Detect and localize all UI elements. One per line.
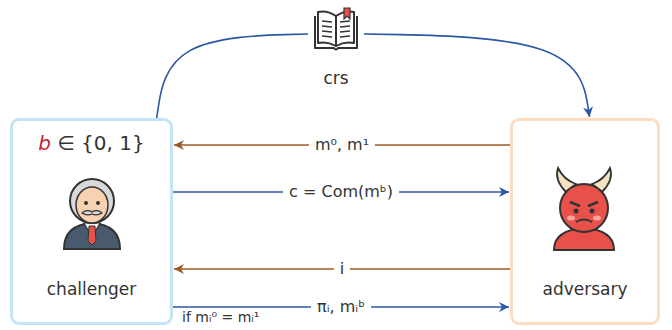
adversary-icon [554,168,614,250]
challenger-icon [64,179,120,249]
crs-link [157,34,308,118]
book-icon [315,8,357,50]
condition-note: if mᵢ⁰ = mᵢ¹ [182,310,259,325]
crs-node: crs [308,2,364,90]
node-label: challenger [47,280,136,300]
message-label: i [334,259,350,278]
crs-link [364,34,590,117]
node-label: crs [323,69,348,89]
message-label: c = Com(mᵇ) [283,182,399,201]
challenger-box: b ∈ {0, 1} challenger [10,118,173,325]
message-label: πᵢ, mᵢᵇ [311,297,371,316]
adversary-box: adversary [510,118,660,325]
message-label: m⁰, m¹ [309,135,375,154]
bit-label: b ∈ {0, 1} [38,132,144,155]
node-label: adversary [542,280,627,300]
